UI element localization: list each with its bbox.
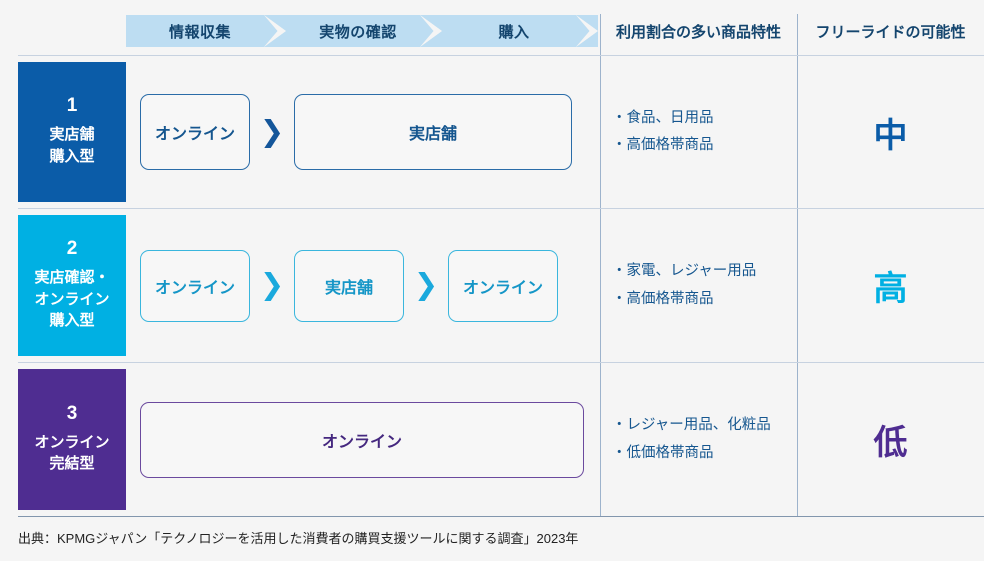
category-name-3-line2: 完結型 [49,455,95,473]
category-number-3: 3 [66,402,78,424]
stage-label-2: 実物の確認 [319,23,397,41]
characteristic-item: レジャー用品、化粧品 [612,417,792,434]
stage-segment-information-gathering: 情報収集 [126,15,286,47]
table-bottom-rule [18,516,984,517]
freeride-rating-3: 低 [873,424,908,462]
source-note: 出典：KPMGジャパン「テクノロジーを活用した消費者の購買支援ツールに関する調査… [18,531,579,546]
flow-box-online: オンライン [140,249,250,322]
header-bottom-rule [18,55,984,56]
stage-segment-product-inspection: 実物の確認 [286,15,442,47]
row-divider-1 [18,208,984,209]
characteristics-list-3: レジャー用品、化粧品 低価格帯商品 [612,363,792,516]
characteristic-item: 高価格帯商品 [612,291,792,308]
characteristic-item: 家電、レジャー用品 [612,263,792,280]
category-number-2: 2 [66,237,78,259]
category-name-2-line3: 購入型 [49,312,95,330]
stage-segment-purchase: 購入 [442,15,598,47]
category-name-1-line2: 購入型 [49,147,95,165]
category-block-2: 2 実店確認・ オンライン 購入型 [18,215,126,356]
flow-box-physical-store: 実店舗 [294,249,404,322]
purchase-stage-band: 情報収集 実物の確認 購入 [126,15,598,47]
category-number-1: 1 [66,95,78,117]
stage-label-1: 情報収集 [168,23,231,41]
table-header: 情報収集 実物の確認 購入 利用割合の多い商品特性 フリーライドの可能性 [0,0,984,55]
flow-diagram-3: オンライン [140,363,584,516]
stage-label-3: 購入 [498,23,530,41]
flow-arrow-icon: ❯ [259,269,285,301]
category-name-2-line2: オンライン [34,290,110,308]
characteristic-item: 高価格帯商品 [612,137,792,154]
table-row: 2 実店確認・ オンライン 購入型 オンライン ❯ 実店舗 ❯ オンライン 家電… [0,209,984,362]
category-block-1: 1 実店舗 購入型 [18,62,126,202]
category-name-3-line1: オンライン [34,433,110,451]
flow-box-online: オンライン [140,401,584,478]
table-row: 3 オンライン 完結型 オンライン レジャー用品、化粧品 低価格帯商品 低 [0,363,984,516]
category-name-1-line1: 実店舗 [49,126,95,144]
characteristic-item: 食品、日用品 [612,110,792,127]
flow-diagram-2: オンライン ❯ 実店舗 ❯ オンライン [140,209,558,362]
flow-arrow-icon: ❯ [259,115,285,148]
characteristic-item: 低価格帯商品 [612,445,792,462]
flow-box-physical-store: 実店舗 [294,94,572,170]
row-divider-2 [18,362,984,363]
column-header-characteristics: 利用割合の多い商品特性 [615,23,781,41]
column-divider-2 [797,14,798,516]
category-block-3: 3 オンライン 完結型 [18,369,126,510]
characteristics-list-2: 家電、レジャー用品 高価格帯商品 [612,209,792,362]
freeride-rating-1: 中 [873,116,908,155]
table-row: 1 実店舗 購入型 オンライン ❯ 実店舗 食品、日用品 高価格帯商品 中 [0,56,984,208]
flow-arrow-icon: ❯ [413,269,439,301]
column-divider-1 [600,14,601,516]
freeride-rating-2: 高 [873,270,908,308]
category-name-2-line1: 実店確認・ [34,268,110,286]
column-header-freeride: フリーライドの可能性 [815,23,966,41]
flow-box-online-2: オンライン [448,249,558,322]
flow-diagram-1: オンライン ❯ 実店舗 [140,56,572,208]
characteristics-list-1: 食品、日用品 高価格帯商品 [612,56,792,208]
flow-box-online: オンライン [140,94,250,170]
